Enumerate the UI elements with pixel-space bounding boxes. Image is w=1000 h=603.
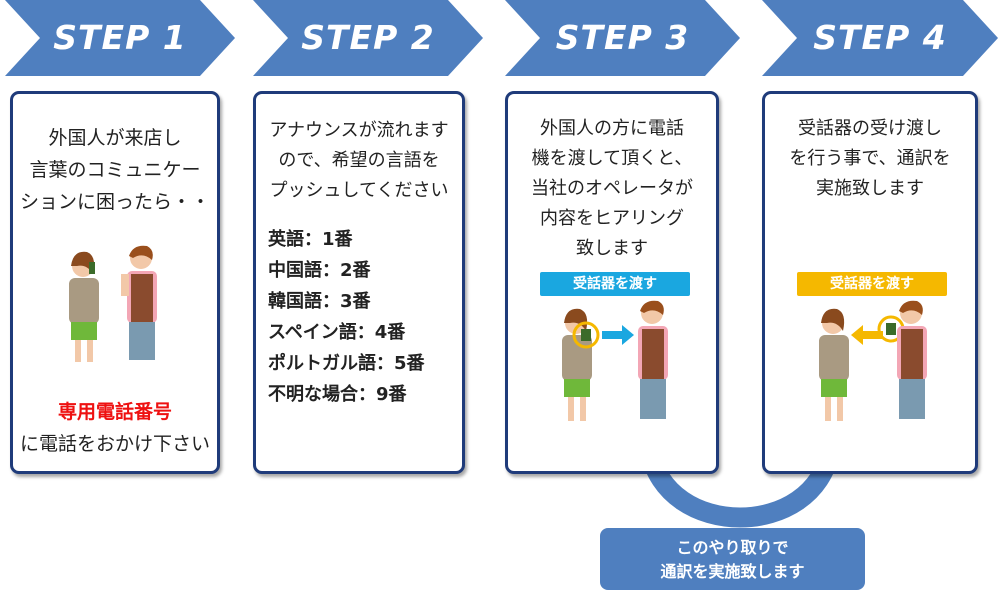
- people-illustration-icon: [69, 245, 157, 362]
- loop-note-bubble: このやり取りで 通訳を実施致します: [600, 528, 865, 590]
- loop-note-line: 通訳を実施致します: [660, 562, 805, 581]
- chevron-shape-icon: [762, 0, 998, 76]
- hand-over-receiver-tag: 受話器を渡す: [797, 272, 947, 296]
- step1-footer: に電話をおかけ下さい: [19, 433, 210, 455]
- step3-chevron: STEP 3: [505, 0, 740, 76]
- step4-line: を行う事で、通訳を: [789, 148, 951, 169]
- step1-footer-block: 専用電話番号 に電話をおかけ下さい: [13, 396, 217, 460]
- step3-text: 外国人の方に電話 機を渡して頂くと、 当社のオペレータが 内容をヒアリング 致し…: [508, 114, 716, 264]
- language-list: 英語：1番 中国語：2番 韓国語：3番 スペイン語：4番 ポルトガル語：5番 不…: [268, 224, 425, 410]
- language-item: 韓国語：3番: [268, 291, 371, 312]
- hand-over-receiver-tag: 受話器を渡す: [540, 272, 690, 296]
- step4-line: 受話器の受け渡し: [798, 118, 942, 139]
- step1-text: 外国人が来店し 言葉のコミュニケー ションに困ったら・・: [13, 122, 217, 218]
- step3-line: 当社のオペレータが: [531, 178, 693, 199]
- step1-label: STEP 1: [53, 18, 187, 57]
- dedicated-phone-number: 専用電話番号: [57, 401, 172, 423]
- step3-line: 外国人の方に電話: [540, 118, 684, 139]
- step3-line: 機を渡して頂くと、: [531, 148, 693, 169]
- step2-chevron: STEP 2: [253, 0, 483, 76]
- step2-label: STEP 2: [301, 18, 435, 57]
- step1-line: ションに困ったら・・: [19, 191, 210, 213]
- step3-label: STEP 3: [555, 18, 690, 57]
- step1-line: 外国人が来店し: [48, 127, 182, 149]
- language-item: ポルトガル語：5番: [268, 353, 425, 374]
- step2-line: ので、希望の言語を: [278, 150, 440, 171]
- step3-card: 外国人の方に電話 機を渡して頂くと、 当社のオペレータが 内容をヒアリング 致し…: [505, 91, 719, 474]
- step3-line: 致します: [576, 238, 648, 259]
- step4-line: 実施致します: [816, 178, 924, 199]
- language-item: 中国語：2番: [268, 260, 371, 281]
- people-handover-illustration-icon: [562, 300, 668, 421]
- step2-card: アナウンスが流れます ので、希望の言語を プッシュしてください 英語：1番 中国…: [253, 91, 465, 474]
- people-handback-illustration-icon: [819, 300, 927, 421]
- language-item: 英語：1番: [268, 229, 353, 250]
- language-item: スペイン語：4番: [268, 322, 406, 343]
- step2-line: アナウンスが流れます: [269, 120, 449, 141]
- phone-icon: [572, 321, 600, 349]
- step4-label: STEP 4: [813, 18, 947, 57]
- chevron-shape-icon: [505, 0, 740, 76]
- chevron-shape-icon: [253, 0, 483, 76]
- step4-text: 受話器の受け渡し を行う事で、通訳を 実施致します: [765, 114, 975, 204]
- step1-chevron: STEP 1: [5, 0, 235, 76]
- arrow-left-icon: [851, 325, 863, 345]
- chevron-shape-icon: [5, 0, 235, 76]
- step4-card: 受話器の受け渡し を行う事で、通訳を 実施致します 受話器を渡す: [762, 91, 978, 474]
- arrow-right-icon: [602, 331, 622, 339]
- step3-line: 内容をヒアリング: [540, 208, 684, 229]
- step1-card: 外国人が来店し 言葉のコミュニケー ションに困ったら・・ 専用電話番号 に電話を…: [10, 91, 220, 474]
- step2-text: アナウンスが流れます ので、希望の言語を プッシュしてください: [256, 116, 462, 206]
- language-item: 不明な場合：9番: [268, 384, 407, 405]
- step1-line: 言葉のコミュニケー: [29, 159, 201, 181]
- loop-note-line: このやり取りで: [676, 538, 789, 557]
- step2-line: プッシュしてください: [269, 180, 449, 201]
- step4-chevron: STEP 4: [762, 0, 998, 76]
